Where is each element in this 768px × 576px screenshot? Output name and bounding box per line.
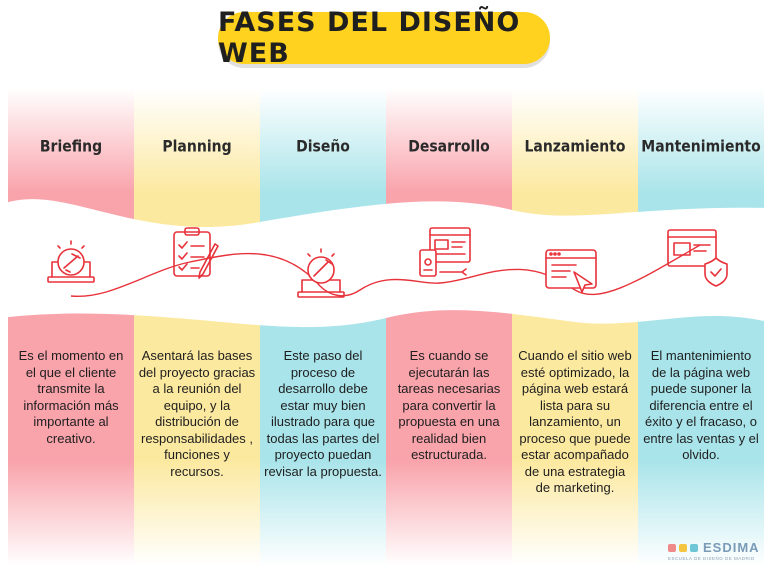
design-lightbulb-icon [297,248,345,298]
phase-description: Es cuando se ejecutarán las tareas neces… [397,348,501,462]
phase-header: Briefing [8,88,134,206]
phase-header: Lanzamiento [512,88,638,206]
phase-description: El mantenimiento de la página web puede … [643,348,759,462]
phase-column-mantenimiento: Mantenimiento El mantenimiento de la pág… [638,88,764,566]
phase-column-lanzamiento: Lanzamiento Cuando el sitio web esté opt… [512,88,638,566]
phase-header: Planning [134,88,260,206]
phase-header: Diseño [260,88,386,206]
clipboard-checklist-icon [173,227,219,279]
browser-launch-icon [545,249,597,293]
phase-description: Este paso del proceso de desarrollo debe… [264,348,382,479]
phase-description: Es el momento en el que el cliente trans… [18,348,124,446]
phase-title: Planning [162,137,232,157]
logo-square-cyan [690,543,698,552]
wave-white-band [0,199,768,328]
devices-development-icon [419,227,471,277]
logo-square-red [668,543,676,552]
phase-header: Mantenimiento [638,88,764,206]
phase-column-planning: Planning Asentará las bases del proyecto… [134,88,260,566]
connector-line [70,244,701,298]
phase-column-briefing: Briefing Es el momento en el que el clie… [8,88,134,566]
phase-description: Asentará las bases del proyecto gracias … [138,348,256,479]
esdima-logo: ESDIMA ESCUELA DE DISEÑO DE MADRID [668,540,768,568]
idea-lightbulb-icon [47,240,95,283]
phase-title: Mantenimiento [641,137,761,157]
phase-title: Lanzamiento [524,137,626,157]
phase-column-diseno: Diseño Este paso del proceso de desarrol… [260,88,386,566]
brand-tagline: ESCUELA DE DISEÑO DE MADRID [668,556,755,561]
title-banner: FASES DEL DISEÑO WEB [218,7,550,69]
phase-title: Diseño [296,137,350,157]
phase-column-desarrollo: Desarrollo Es cuando se ejecutarán las t… [386,88,512,566]
phase-header: Desarrollo [386,88,512,206]
phase-description: Cuando el sitio web esté optimizado, la … [518,348,632,495]
logo-square-yellow [679,543,687,552]
phase-title: Desarrollo [408,137,490,157]
page-title: FASES DEL DISEÑO WEB [218,7,521,69]
brand-name: ESDIMA [703,540,760,555]
screen-shield-icon [667,229,728,287]
phase-title: Briefing [39,137,103,157]
